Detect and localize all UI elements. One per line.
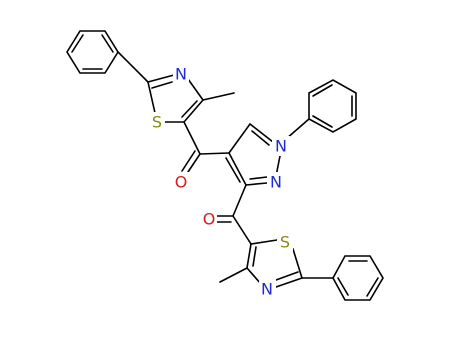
phenyl-ring-bottom [332,255,384,301]
tz2-c2-n3 [275,277,303,288]
pyrazole-n1: N [275,137,287,156]
thiazole1-nitrogen: N [175,65,187,84]
phenyl-n-inner-3 [312,115,333,128]
tz1-n3-c4 [187,78,204,101]
phenyl-bottom-inner-2 [366,277,379,297]
tz1-c4-c5 [183,99,204,123]
tz1-s1-c2 [147,81,156,114]
tz2-c2-n3-double [275,271,299,281]
tz2-c4-c5-double [252,246,257,267]
thiazole2-sulfur: S [280,233,290,252]
phenyl-ring-top [66,30,119,74]
pz-n2-c3-double [249,176,268,180]
pyrazole-n2: N [270,173,282,192]
carbonyl1-co-double [181,150,196,172]
pz-c5-n1-double [251,130,270,146]
tz2-methyl [219,267,248,283]
tz2-s1-c2 [292,248,303,279]
pz-n1-phenyl [285,118,310,140]
pz-n2-c3 [245,182,268,186]
pz-c4-c5 [228,123,251,154]
carbonyl1-to-tz1 [183,121,201,155]
thiazole1-sulfur: S [152,113,162,132]
thiazole2-nitrogen: N [261,280,273,299]
pz-c5-n1 [249,123,274,143]
tz2-c4-c5 [246,243,252,269]
carbonyl2-to-tz2 [232,215,252,245]
tz1-c2-n3-double [151,81,173,89]
pz-c3-c4 [228,152,247,186]
pz-c3-c4-double [225,157,241,183]
carbonyl1-to-pyrazole [199,152,230,155]
tz2-n3-c4 [246,267,262,285]
phenyl-top-inner-2 [101,34,114,53]
tz1-c2-n3 [147,74,175,83]
carbonyl2-to-pyrazole [232,184,247,217]
carbonyl1-oxygen: O [175,173,188,192]
carbonyl2-oxygen: O [203,210,216,229]
phenyl-to-thiazole-bond [117,51,149,83]
phenyl-n-inner-1 [312,84,333,97]
atom-labels: N S O N N O S N [149,64,293,299]
phenyl-ring-n [308,79,357,133]
tz2-c5-s1 [250,239,278,245]
phenyl-bottom-inner-3 [337,277,349,296]
phenyl-top-inner-1 [71,34,84,53]
tz1-methyl [202,92,235,101]
carbonyl1-co [185,153,201,176]
bonds [66,30,384,301]
tz1-c4-c5-double [181,100,198,118]
